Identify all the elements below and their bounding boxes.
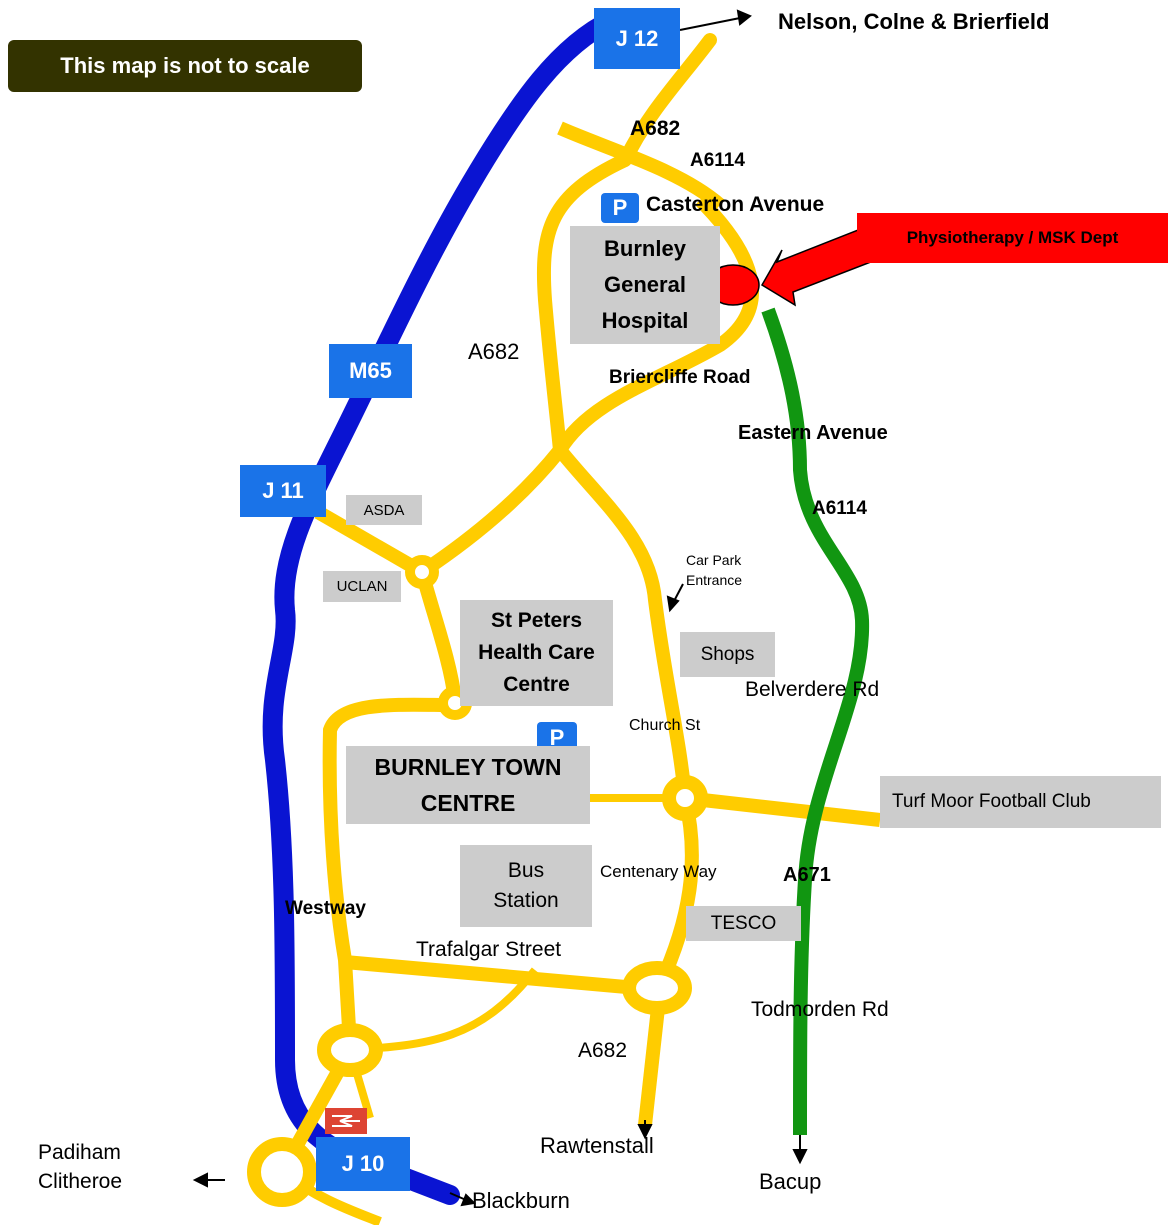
a6114-top-label: A6114 xyxy=(690,150,745,171)
centenary-way-road xyxy=(653,796,699,988)
trafalgar-roundabout xyxy=(622,961,692,1015)
road-uclan-south xyxy=(415,570,462,701)
road-to-asda xyxy=(418,445,566,578)
westway-road xyxy=(322,697,456,1046)
bus-station-box: Bus Station xyxy=(460,845,592,927)
asda-box: ASDA xyxy=(346,495,422,525)
tesco-box: TESCO xyxy=(686,906,801,941)
road-to-turf-moor xyxy=(684,791,881,827)
uclan-box: UCLAN xyxy=(323,571,401,602)
turf-moor-box: Turf Moor Football Club xyxy=(880,776,1161,828)
town-centre-box: BURNLEY TOWN CENTRE xyxy=(346,746,590,824)
j12-badge: J 12 xyxy=(594,8,680,69)
m65-motorway xyxy=(262,10,622,1205)
shops-box: Shops xyxy=(680,632,775,677)
todmorden-road-label: Todmorden Rd xyxy=(751,998,889,1021)
belverdere-road-label: Belverdere Rd xyxy=(745,678,880,701)
a671-label: A671 xyxy=(783,864,831,886)
a6114-north-road xyxy=(557,121,725,211)
a682-north-road xyxy=(618,33,717,167)
a6114-east-label: A6114 xyxy=(812,498,867,519)
casterton-avenue-label: Casterton Avenue xyxy=(646,193,825,216)
scale-notice: This map is not to scale xyxy=(8,40,362,92)
briercliffe-road-label: Briercliffe Road xyxy=(609,367,751,388)
centenary-way-label: Centenary Way xyxy=(600,862,717,881)
a682-central-road xyxy=(554,445,692,799)
trafalgar-street-label: Trafalgar Street xyxy=(416,938,562,961)
nelson-label: Nelson, Colne & Brierfield xyxy=(778,9,1050,34)
arrows xyxy=(192,9,808,1207)
st-peters-box: St Peters Health Care Centre xyxy=(460,600,613,706)
westway-roundabout xyxy=(317,1023,383,1077)
j11-badge: J 11 xyxy=(240,465,326,517)
physiotherapy-label: Physiotherapy / MSK Dept xyxy=(857,213,1168,263)
blackburn-label: Blackburn xyxy=(472,1188,570,1213)
m65-badge: M65 xyxy=(329,344,412,398)
eastern-avenue-road xyxy=(761,307,870,1136)
car-park-entrance-label: Car Park Entrance xyxy=(686,552,743,588)
a682-mid-label: A682 xyxy=(468,339,520,364)
a682-south-label: A682 xyxy=(578,1039,628,1062)
trafalgar-street-road xyxy=(344,955,661,997)
hospital-box: Burnley General Hospital xyxy=(570,226,720,344)
rawtenstall-label: Rawtenstall xyxy=(540,1133,654,1158)
j10-badge: J 10 xyxy=(316,1137,410,1191)
bacup-label: Bacup xyxy=(759,1169,822,1194)
westway-label: Westway xyxy=(285,898,366,919)
church-st-label: Church St xyxy=(629,717,701,734)
parking-icon: P xyxy=(601,193,639,223)
briercliffe-road xyxy=(554,195,759,454)
j10-roundabout xyxy=(247,1137,317,1207)
padiham-clitheroe-label: Padiham Clitheroe xyxy=(38,1141,123,1193)
eastern-avenue-label: Eastern Avenue xyxy=(738,422,888,444)
uclan-roundabout xyxy=(405,555,439,589)
a682-top-label: A682 xyxy=(630,117,681,140)
a682-west-road xyxy=(536,153,628,451)
asda-spur xyxy=(314,505,426,579)
church-st-roundabout xyxy=(662,775,708,821)
